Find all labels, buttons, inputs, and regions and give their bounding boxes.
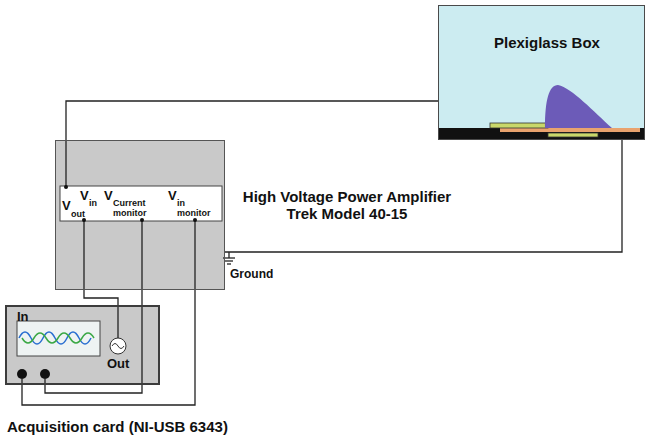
terminal-dot <box>64 185 68 189</box>
ground-symbol <box>227 263 231 264</box>
wire <box>22 290 195 405</box>
box-title: Plexiglass Box <box>494 34 600 51</box>
signal-subscript: in monitor <box>177 198 217 218</box>
signal-wave <box>22 333 94 343</box>
electrode <box>548 133 598 137</box>
ground-label: Ground <box>230 268 273 282</box>
droplet <box>545 85 612 128</box>
ground-symbol <box>228 252 229 258</box>
card-fill <box>5 305 160 385</box>
box-fill <box>438 5 645 140</box>
signal-name: V <box>104 189 113 204</box>
dielectric-layer <box>500 128 640 132</box>
wire <box>141 221 142 290</box>
terminal-panel <box>60 186 222 221</box>
input-terminal <box>40 369 50 379</box>
wire <box>83 221 84 290</box>
signal-name: V <box>168 189 177 204</box>
terminal-dot <box>193 218 197 222</box>
input-terminal <box>17 369 27 379</box>
amplifier-heading: High Voltage Power Amplifier Trek Model … <box>231 188 463 223</box>
wire <box>65 140 66 186</box>
ground-symbol <box>225 260 233 261</box>
enclosure-box: Plexiglass Box <box>438 5 645 140</box>
source-wave <box>112 344 124 349</box>
wire <box>117 305 118 338</box>
wire <box>66 101 438 140</box>
port-label: Out <box>107 357 129 372</box>
signal-name: V <box>80 189 89 204</box>
port-label: In <box>17 310 29 325</box>
wire <box>225 140 622 252</box>
terminal-dot <box>140 218 144 222</box>
wire <box>84 290 118 305</box>
base-strip <box>438 128 645 140</box>
electrode <box>490 123 548 128</box>
wire <box>194 221 195 290</box>
signal-subscript: in <box>89 198 97 208</box>
card-caption: Acquisition card (NI-USB 6343) <box>7 418 228 435</box>
signal-name: V <box>62 199 71 214</box>
signal-subscript: Current monitor <box>113 198 155 218</box>
source-symbol <box>110 338 126 354</box>
amplifier-fill <box>55 140 225 290</box>
acquisition-card: InOutAcquisition card (NI-USB 6343) <box>5 305 160 385</box>
signal-subscript: out <box>71 209 85 219</box>
scope-screen <box>17 321 100 356</box>
